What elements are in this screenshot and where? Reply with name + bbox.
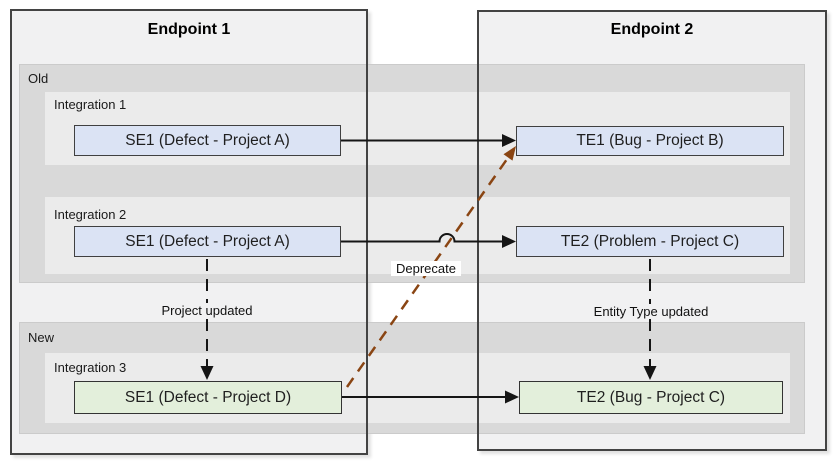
entity-box-se1-integration2: SE1 (Defect - Project A) [74, 226, 341, 257]
entity-box-te1: TE1 (Bug - Project B) [516, 126, 784, 156]
band-label-old: Old [28, 71, 49, 86]
entity-box-te2-old: TE2 (Problem - Project C) [516, 226, 784, 257]
integration-1-label: Integration 1 [54, 97, 127, 112]
band-label-new: New [28, 330, 55, 345]
entity-type-updated-label: Entity Type updated [570, 304, 732, 319]
integration-3-label: Integration 3 [54, 360, 127, 375]
project-updated-label: Project updated [135, 303, 279, 318]
endpoint-2-title: Endpoint 2 [610, 21, 694, 38]
entity-box-se1-integration1: SE1 (Defect - Project A) [74, 125, 341, 156]
deprecate-label: Deprecate [391, 261, 461, 276]
entity-box-te2-new: TE2 (Bug - Project C) [519, 381, 783, 414]
entity-box-se1-integration3: SE1 (Defect - Project D) [74, 381, 342, 414]
integration-2-label: Integration 2 [54, 207, 127, 222]
endpoint-1-title: Endpoint 1 [147, 21, 231, 38]
